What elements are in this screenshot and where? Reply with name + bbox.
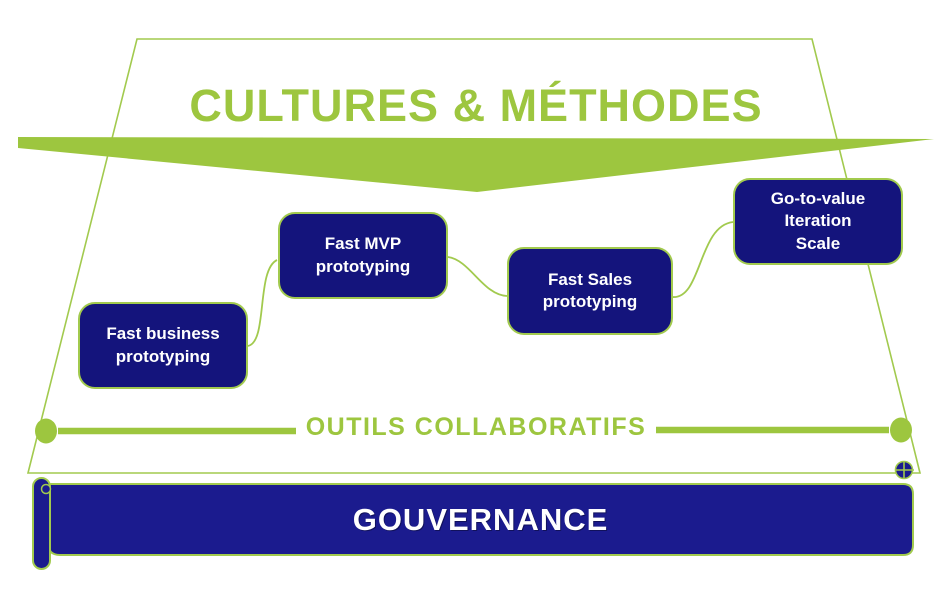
connector-curve-2 bbox=[447, 256, 508, 297]
node-label: Fast Sales prototyping bbox=[542, 269, 638, 311]
scroll-curl-left-icon bbox=[40, 483, 52, 495]
node-go-to-value-iteration-scale: Go-to-value Iteration Scale bbox=[733, 178, 903, 265]
diagram-title: CULTURES & MÉTHODES bbox=[189, 80, 763, 131]
node-label: Fast business prototyping bbox=[106, 324, 220, 366]
node-fast-sales-prototyping: Fast Sales prototyping bbox=[507, 247, 673, 335]
connector-curve-3 bbox=[671, 221, 734, 298]
node-fast-mvp-prototyping: Fast MVP prototyping bbox=[278, 212, 448, 299]
collaborative-tools-label: OUTILS COLLABORATIFS bbox=[305, 413, 647, 441]
chevron-band-shape bbox=[18, 137, 934, 192]
node-label: Go-to-value Iteration Scale bbox=[770, 189, 866, 253]
governance-banner-label: GOUVERNANCE bbox=[352, 501, 609, 537]
scroll-banner-rod bbox=[32, 477, 51, 570]
trapezoid-outline bbox=[26, 38, 922, 474]
node-label: Fast MVP prototyping bbox=[315, 234, 411, 276]
node-fast-business-prototyping: Fast business prototyping bbox=[78, 302, 248, 389]
connector-curve-1 bbox=[247, 259, 278, 347]
tools-divider-dot-left-icon bbox=[35, 418, 57, 444]
tools-divider-dot-right-icon bbox=[890, 417, 912, 443]
